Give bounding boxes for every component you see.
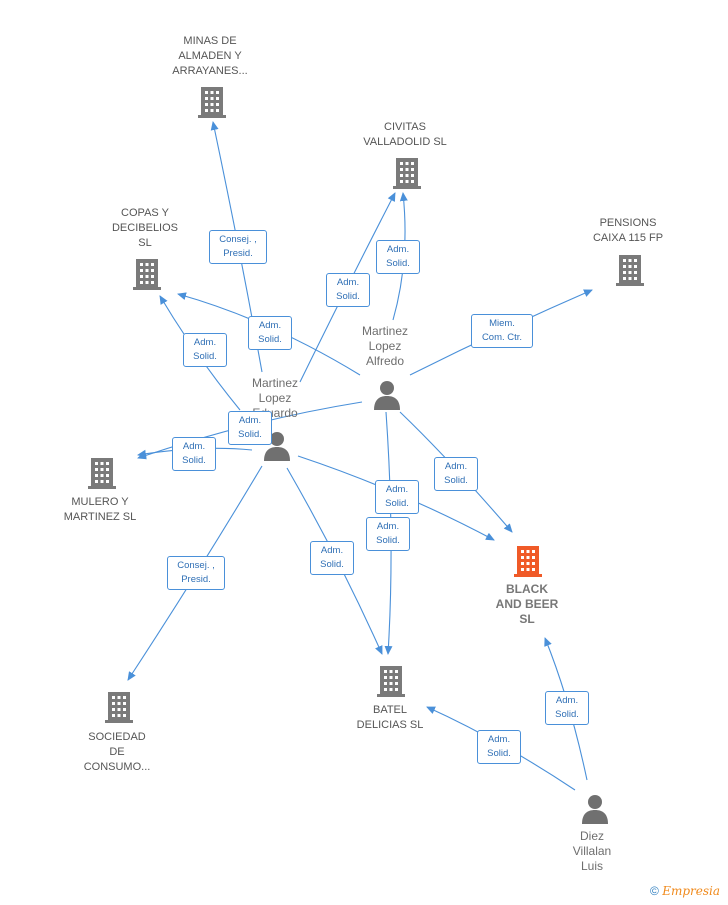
copyright-icon: © bbox=[650, 884, 659, 898]
building-icon bbox=[105, 692, 133, 723]
brand-logo[interactable]: © Empresia bbox=[650, 884, 720, 898]
building-icon bbox=[393, 158, 421, 189]
person-icon bbox=[374, 381, 400, 410]
company-label-mulero[interactable]: MULERO Y MARTINEZ SL bbox=[63, 496, 137, 523]
company-label-copas[interactable]: COPAS Y DECIBELIOS SL bbox=[111, 207, 179, 249]
edge-label-adm-solid: Adm. Solid. bbox=[183, 333, 227, 367]
company-label-pensions[interactable]: PENSIONS CAIXA 115 FP bbox=[592, 217, 664, 244]
building-icon-focus bbox=[514, 546, 542, 577]
person-label-alfredo[interactable]: Martinez Lopez Alfredo bbox=[361, 324, 408, 368]
edge-label-consej-presid: Consej. , Presid. bbox=[209, 230, 267, 264]
edge-label-adm-solid: Adm. Solid. bbox=[310, 541, 354, 575]
edge-label-adm-solid: Adm. Solid. bbox=[477, 730, 521, 764]
company-label-black-and-beer[interactable]: BLACK AND BEER SL bbox=[495, 582, 559, 626]
building-icon bbox=[88, 458, 116, 489]
company-label-civitas[interactable]: CIVITAS VALLADOLID SL bbox=[363, 121, 447, 148]
edge-label-adm-solid: Adm. Solid. bbox=[248, 316, 292, 350]
edge-label-adm-solid: Adm. Solid. bbox=[228, 411, 272, 445]
company-label-batel[interactable]: BATEL DELICIAS SL bbox=[356, 704, 424, 731]
building-icon bbox=[198, 87, 226, 118]
company-label-minas[interactable]: MINAS DE ALMADEN Y ARRAYANES... bbox=[172, 35, 248, 77]
edge-label-adm-solid: Adm. Solid. bbox=[375, 480, 419, 514]
building-icon bbox=[616, 255, 644, 286]
edge-label-consej-presid: Consej. , Presid. bbox=[167, 556, 225, 590]
edge-label-adm-solid: Adm. Solid. bbox=[366, 517, 410, 551]
edge-label-adm-solid: Adm. Solid. bbox=[545, 691, 589, 725]
edge-label-adm-solid: Adm. Solid. bbox=[376, 240, 420, 274]
brand-initial: E bbox=[662, 884, 671, 898]
edge-label-adm-solid: Adm. Solid. bbox=[326, 273, 370, 307]
person-label-eduardo[interactable]: Martinez Lopez Eduardo bbox=[251, 376, 298, 420]
building-icon bbox=[133, 259, 161, 290]
edge-label-adm-solid: Adm. Solid. bbox=[434, 457, 478, 491]
company-label-sociedad[interactable]: SOCIEDAD DE CONSUMO... bbox=[83, 731, 151, 773]
edge-label-adm-solid: Adm. Solid. bbox=[172, 437, 216, 471]
person-icon bbox=[582, 795, 608, 824]
edge-label-miem-com-ctr: Miem. Com. Ctr. bbox=[471, 314, 533, 348]
person-label-diez[interactable]: Diez Villalan Luis bbox=[572, 829, 612, 873]
brand-name: mpresia bbox=[670, 884, 721, 898]
building-icon bbox=[377, 666, 405, 697]
